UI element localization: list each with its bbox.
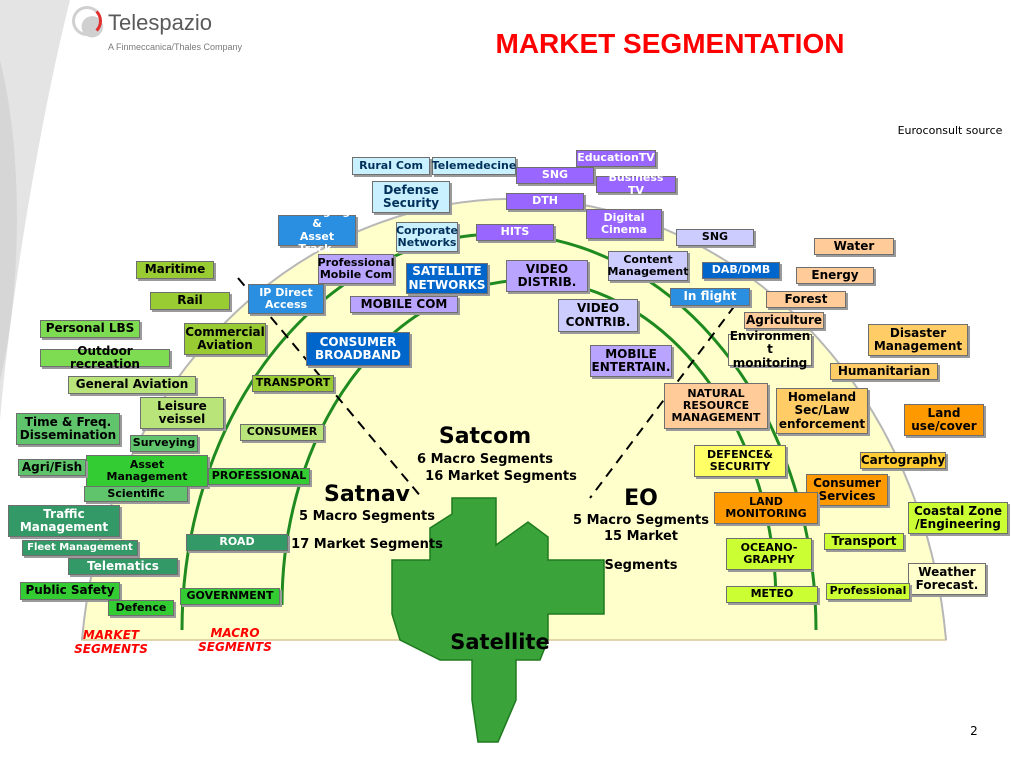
label-defense-security: Defense Security [372,181,450,213]
label-fleet-mgmt: Fleet Management [22,540,138,556]
satcom-market: 16 Market Segments [410,469,592,484]
label-land-monitoring: LAND MONITORING [714,492,818,524]
eo-market: 15 Market Segments [576,530,706,573]
label-commercial-aviation: Commercial Aviation [184,323,266,355]
label-time-freq: Time & Freq. Dissemination [16,413,120,445]
satcom-heading: Satcom [430,424,540,449]
label-sng-right: SNG [676,229,754,246]
label-education-tv: EducationTV [576,150,656,167]
label-business-tv: Business TV [596,176,676,193]
eo-heading: EO [596,486,686,511]
label-corporate: Corporate Networks [396,222,458,252]
label-prof-mobile: Professional Mobile Com [318,254,394,284]
label-weather: Weather Forecast. [908,563,986,595]
telespazio-logo: Telespazio A Finmeccanica/Thales Company [72,4,252,54]
market-segments-caption: MARKET SEGMENTS [56,628,166,656]
label-meteo: METEO [726,586,818,603]
logo-icon [72,6,102,36]
label-telematics: Telematics [68,558,178,575]
label-homeland: Homeland Sec/Law enforcement [776,388,868,434]
macro-segments-caption: MACRO SEGMENTS [180,626,290,654]
label-rail: Rail [150,292,230,310]
satellite-label: Satellite [430,630,570,654]
label-telemedecine: Telemedecine [432,157,516,175]
label-leisure-vessel: Leisure veissel [140,397,224,429]
label-public-safety: Public Safety [20,582,120,600]
label-forest: Forest [766,291,846,308]
label-personal-lbs: Personal LBS [40,320,140,338]
logo-name: Telespazio [108,10,212,36]
label-video-contrib: VIDEO CONTRIB. [558,299,638,332]
label-satellite-networks: SATELLITE NETWORKS [406,263,488,294]
label-oceanography: OCEANO- GRAPHY [726,538,812,570]
label-humanitarian: Humanitarian [830,363,938,380]
label-outdoor-recreation: Outdoor recreation [40,349,170,367]
label-maritime: Maritime [136,261,214,279]
label-mobile-entertain: MOBILE ENTERTAIN. [590,345,672,377]
label-energy: Energy [796,267,874,284]
label-scientific: Scientific [84,486,188,502]
label-environment-monitoring: Environmen t monitoring [728,334,812,366]
slide-title: MARKET SEGMENTATION [440,28,900,60]
label-coastal-zone: Coastal Zone /Engineering [908,502,1008,534]
label-defence-security: DEFENCE& SECURITY [694,445,786,477]
label-agri-fish: Agri/Fish [18,459,86,476]
label-agriculture: Agriculture [744,312,824,329]
satnav-heading: Satnav [312,482,422,507]
label-road: ROAD [186,534,288,551]
label-asset-management: Asset Management [86,455,208,487]
label-dab-dmb: DAB/DMB [702,262,780,279]
label-disaster-mgmt: Disaster Management [868,324,968,356]
label-surveying: Surveying [130,435,198,452]
label-consumer-broadband: CONSUMER BROADBAND [306,332,410,366]
label-video-distrib: VIDEO DISTRIB. [506,260,588,292]
label-transport-nav: TRANSPORT [252,375,334,392]
label-land-use: Land use/cover [904,404,984,436]
logo-tagline: A Finmeccanica/Thales Company [108,42,242,52]
label-sng-top: SNG [516,167,594,184]
label-messaging: Messaging & Asset Track. [278,215,356,246]
label-rural-com: Rural Com [352,157,430,175]
label-traffic-mgmt: Traffic Management [8,505,120,537]
label-dth: DTH [506,193,584,210]
label-consumer-services: Consumer Services [806,474,888,506]
label-in-flight: In flight [670,288,750,306]
label-ip-direct: IP Direct Access [248,284,324,314]
satnav-market: 17 Market Segments [284,537,450,552]
page-number: 2 [962,724,986,738]
label-transport-eo: Transport [824,533,904,550]
label-defence: Defence [108,600,174,616]
label-cartography: Cartography [860,452,946,469]
satcom-macro: 6 Macro Segments [410,452,560,467]
satnav-macro: 5 Macro Segments [292,509,442,524]
eo-macro: 5 Macro Segments [566,513,716,528]
label-professional-eo: Professional [826,583,910,600]
label-natural-resource: NATURAL RESOURCE MANAGEMENT [664,383,768,429]
label-government: GOVERNMENT [180,588,280,605]
label-professional-nav: PROFESSIONAL [208,468,310,485]
label-water: Water [814,238,894,255]
label-hits: HITS [476,224,554,241]
label-general-aviation: General Aviation [68,376,196,394]
label-consumer: CONSUMER [240,424,324,441]
label-mobile-com: MOBILE COM [350,296,458,313]
source-note: Euroconsult source [880,124,1020,137]
label-content-mgmt: Content Management [608,251,688,281]
label-digital-cinema: Digital Cinema [586,209,662,239]
